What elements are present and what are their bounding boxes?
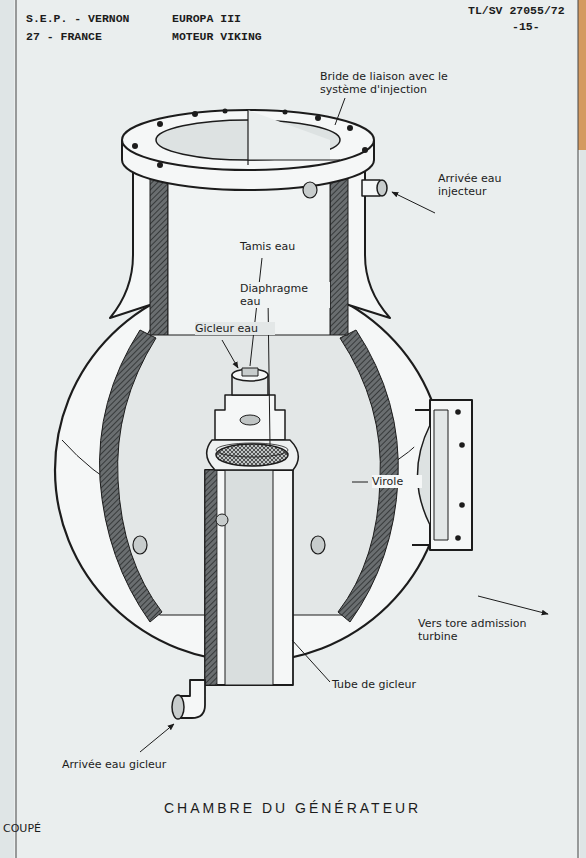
part-label: Arrivée eau injecteur — [438, 172, 513, 198]
part-label: Diaphragme eau — [240, 282, 330, 308]
figure-caption: CHAMBRE DU GÉNÉRATEUR — [164, 802, 421, 815]
bolt-holes — [132, 109, 368, 169]
header-text: MOTEUR VIKING — [172, 30, 262, 43]
header-text: 27 - FRANCE — [26, 30, 102, 43]
part-label: Vers tore admission turbine — [418, 617, 553, 643]
document-number: TL/SV 27055/72 — [468, 4, 565, 17]
frame-line — [578, 0, 579, 858]
header-text: EUROPA III — [172, 12, 241, 25]
part-label: Virole — [372, 475, 422, 488]
header-text: S.E.P. - VERNON — [26, 12, 130, 25]
part-label: Gicleur eau — [195, 322, 275, 335]
table-edge — [578, 0, 586, 150]
part-label: Tamis eau — [240, 240, 310, 253]
part-label: Tube de gicleur — [332, 678, 442, 691]
part-label: Arrivée eau gicleur — [62, 758, 202, 771]
part-label: Bride de liaison avec le système d'injec… — [320, 70, 495, 96]
page-number: -15- — [512, 20, 540, 33]
generator-chamber — [55, 109, 472, 720]
frame-line — [16, 0, 17, 858]
paper — [14, 0, 580, 858]
leader-lines — [140, 98, 548, 752]
note-text: COUPÉ — [3, 822, 41, 835]
bolt-holes — [455, 409, 465, 541]
